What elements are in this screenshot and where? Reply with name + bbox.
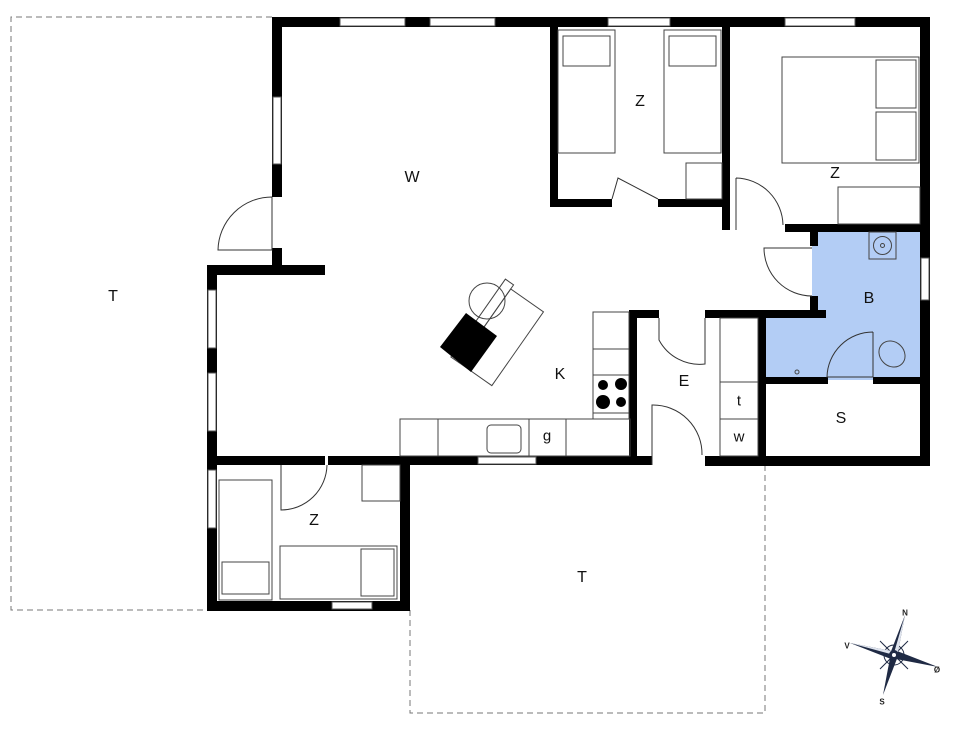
- compass-west-label: V: [844, 641, 850, 651]
- room-label-terrace-south: T: [577, 569, 587, 586]
- compass-east-label: Ø: [933, 665, 941, 675]
- room-label-bedroom-twin-north: Z: [635, 93, 645, 110]
- room-label-entrance: E: [678, 373, 690, 390]
- bathroom-floor: [765, 230, 920, 380]
- stove-and-armchair: [440, 313, 627, 409]
- furniture: [218, 29, 921, 601]
- room-label-kitchen: K: [554, 366, 566, 383]
- doors: [217, 177, 874, 511]
- compass-rose-icon: [850, 615, 938, 695]
- room-label-bedroom-double: Z: [830, 165, 840, 182]
- appliance-label-dryer: t: [736, 392, 742, 410]
- appliance-label-washer: w: [733, 428, 745, 446]
- compass-north-label: N: [902, 608, 908, 618]
- appliance-label-dishwasher: g: [542, 427, 552, 445]
- room-label-storage: S: [835, 410, 847, 427]
- windows: [207, 17, 930, 610]
- compass-south-label: S: [879, 697, 885, 707]
- room-label-bedroom-twin-south: Z: [309, 512, 319, 529]
- room-label-living: W: [404, 169, 420, 186]
- room-label-terrace-west: T: [108, 288, 118, 305]
- room-label-bathroom: B: [863, 290, 875, 307]
- terrace-outlines: [10, 16, 766, 714]
